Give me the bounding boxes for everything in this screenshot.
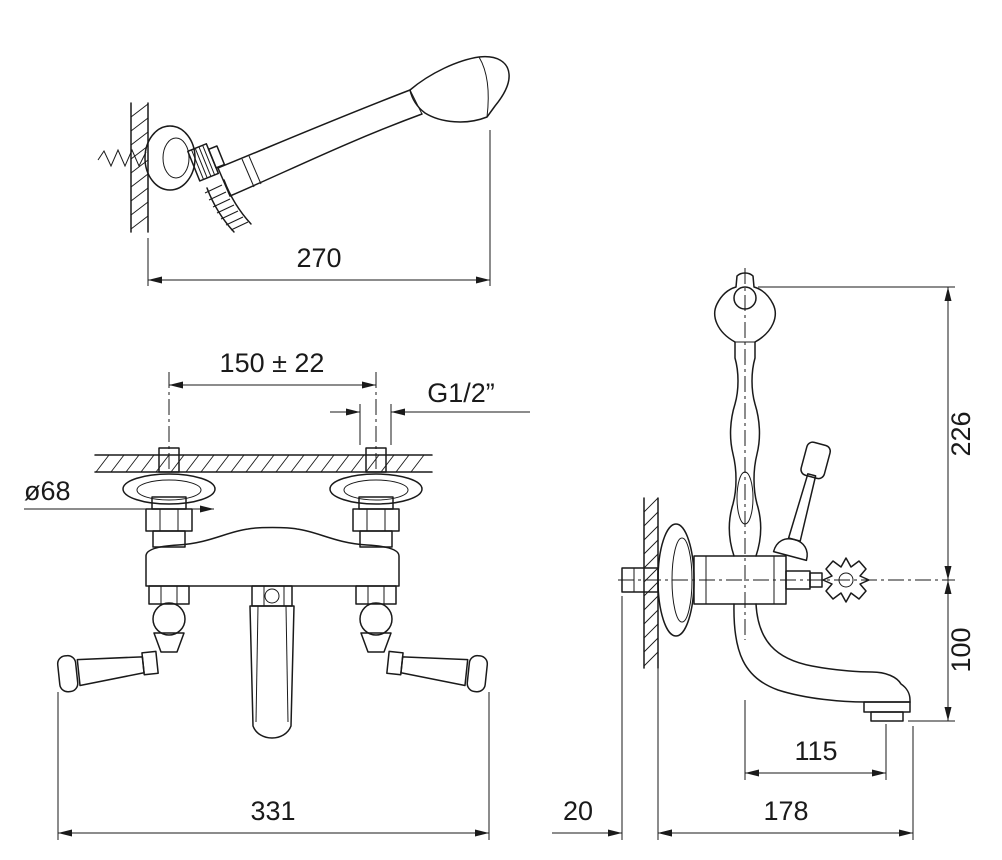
dim-115-label: 115 bbox=[794, 736, 837, 766]
dimension-escutcheon: ø68 bbox=[24, 476, 214, 513]
right-handle-assembly bbox=[355, 585, 489, 693]
hand-shower-handle bbox=[217, 89, 423, 197]
diverter-knob bbox=[785, 557, 870, 603]
side-view: 226 100 115 20 178 bbox=[552, 268, 976, 840]
dim-100-label: 100 bbox=[946, 627, 976, 672]
wall-screw bbox=[97, 148, 147, 168]
front-wall-section bbox=[94, 454, 433, 473]
dim-226-label: 226 bbox=[946, 411, 976, 456]
dimension-178: 178 bbox=[657, 668, 914, 840]
dimension-270: 270 bbox=[147, 130, 491, 286]
dimension-331: 331 bbox=[57, 692, 490, 840]
side-lever-handle bbox=[772, 441, 832, 562]
shower-holder-cradle bbox=[714, 272, 776, 343]
riser-column bbox=[728, 341, 762, 557]
left-valve-body bbox=[122, 473, 216, 548]
dim-thread-label: G1/2” bbox=[427, 378, 495, 408]
center-diverter bbox=[249, 585, 295, 739]
dim-270-label: 270 bbox=[296, 243, 341, 273]
dim-331-label: 331 bbox=[250, 796, 295, 826]
left-handle-assembly bbox=[56, 585, 190, 693]
hand-shower-head bbox=[409, 55, 510, 123]
mixer-bridge bbox=[145, 526, 400, 587]
front-view: 150 ± 22 G1/2” ø68 331 bbox=[24, 348, 530, 840]
dim-178-label: 178 bbox=[763, 796, 808, 826]
hand-shower-view: 270 bbox=[97, 55, 510, 286]
shower-bracket-rosette bbox=[144, 125, 196, 191]
right-valve-body bbox=[329, 473, 423, 548]
tub-spout bbox=[733, 603, 911, 722]
dimension-20: 20 bbox=[552, 596, 684, 840]
dim-escutcheon-label: ø68 bbox=[24, 476, 71, 506]
wall-section bbox=[130, 102, 149, 233]
dimension-thread: G1/2” bbox=[330, 378, 530, 445]
dim-150-label: 150 ± 22 bbox=[220, 348, 325, 378]
shower-hose bbox=[204, 179, 252, 233]
side-wall-section bbox=[643, 497, 659, 669]
dimension-100: 100 bbox=[908, 580, 976, 722]
dimension-115: 115 bbox=[744, 700, 887, 780]
dimension-226: 226 bbox=[758, 286, 976, 580]
dimension-150-22: 150 ± 22 bbox=[169, 348, 376, 389]
dim-20-label: 20 bbox=[563, 796, 593, 826]
bracket-cone bbox=[187, 143, 226, 182]
